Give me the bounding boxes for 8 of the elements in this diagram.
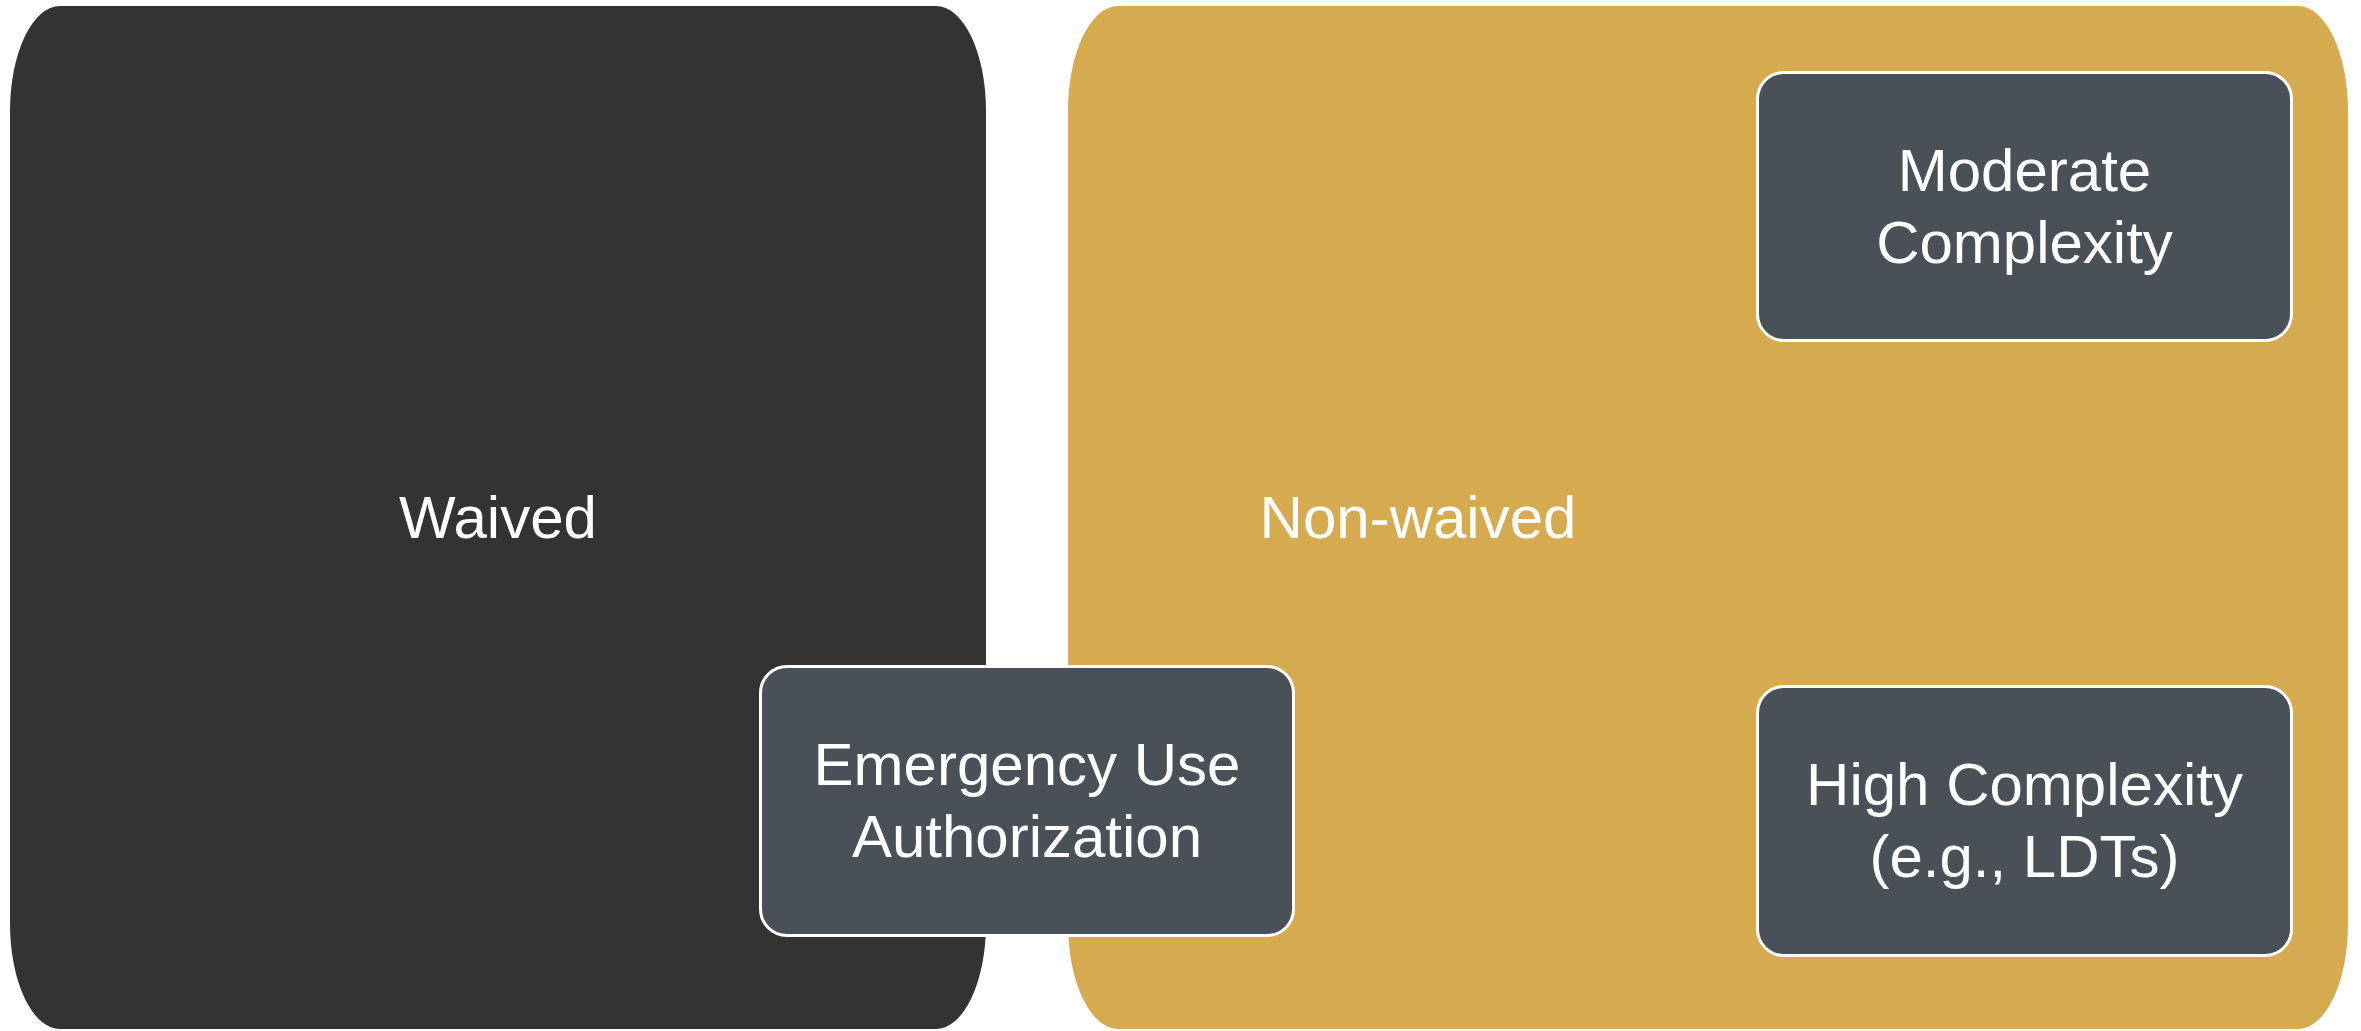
category-box <box>1756 685 2293 957</box>
category-box <box>759 665 1295 937</box>
box-label: Emergency Use Authorization <box>812 730 1242 872</box>
panel-title: Waived <box>399 482 597 553</box>
panel-title: Non-waived <box>1259 482 1577 553</box>
category-box <box>1756 71 2293 342</box>
box-label: Moderate Complexity <box>1875 135 2174 278</box>
box-label: High Complexity (e.g., LDTs) <box>1805 750 2244 892</box>
